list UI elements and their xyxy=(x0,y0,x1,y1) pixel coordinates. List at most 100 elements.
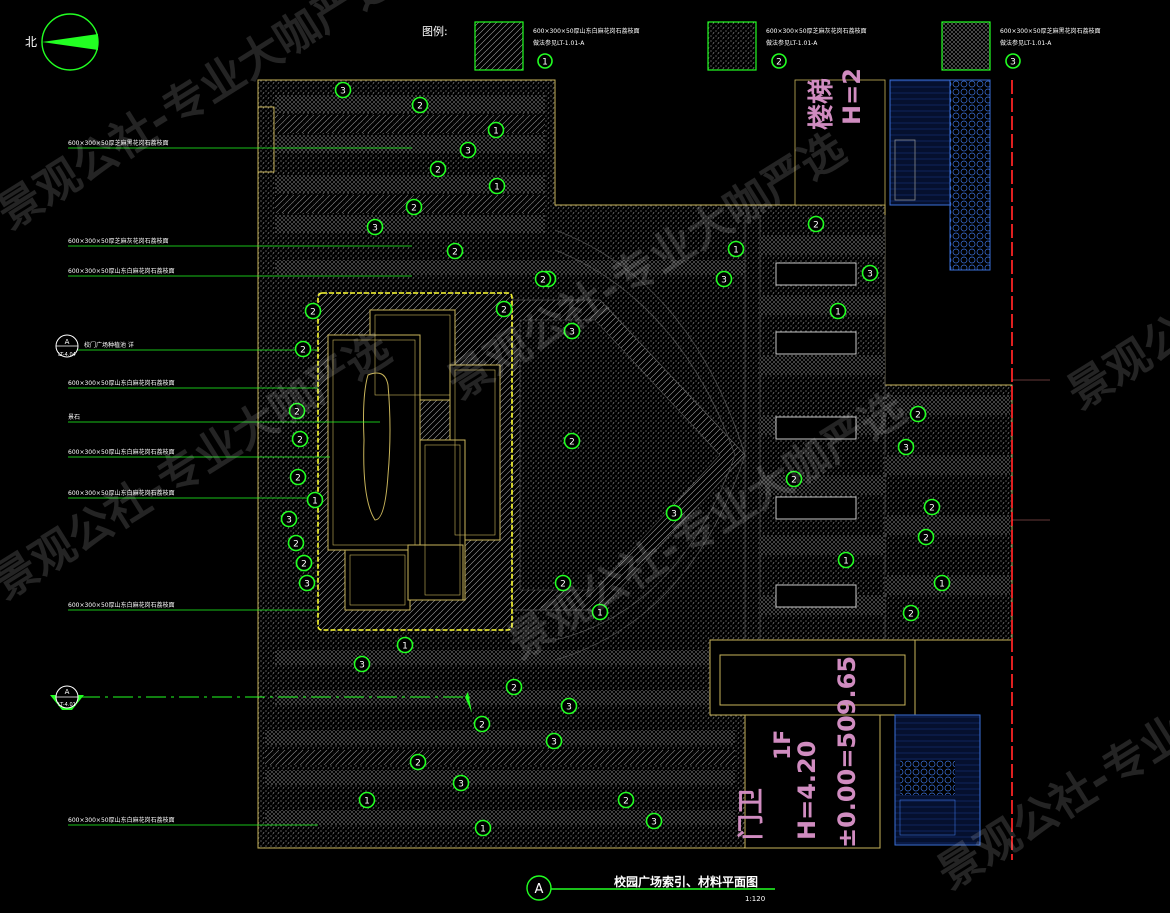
material-tag: 2 xyxy=(554,574,572,592)
gate-label-elevation: ±0.00=509.65 xyxy=(833,656,861,848)
tag-number: 2 xyxy=(295,474,301,484)
tag-number: 2 xyxy=(511,684,517,694)
svg-text:2: 2 xyxy=(776,58,782,68)
planting-bed xyxy=(317,292,513,631)
feature-rock xyxy=(363,372,391,521)
detail-ref-2-letter: A xyxy=(65,688,70,696)
svg-text:3: 3 xyxy=(1010,58,1016,68)
tag-number: 3 xyxy=(671,510,677,520)
material-tag: 2 xyxy=(405,198,423,216)
tag-number: 2 xyxy=(294,408,300,418)
tag-number: 2 xyxy=(301,560,307,570)
tag-circle xyxy=(288,402,306,420)
material-tag: 1 xyxy=(591,603,609,621)
tag-circle xyxy=(560,697,578,715)
tag-circle xyxy=(909,405,927,423)
material-tag: 2 xyxy=(295,554,313,572)
material-tag: 2 xyxy=(304,302,322,320)
gate-label-name: 门卫 xyxy=(737,788,767,840)
material-tag: 1 xyxy=(488,177,506,195)
material-tag: 1 xyxy=(933,574,951,592)
north-arrow: 北 xyxy=(25,13,99,71)
tag-circle xyxy=(474,819,492,837)
tag-circle xyxy=(409,753,427,771)
tag-circle xyxy=(645,812,663,830)
material-tag: 1 xyxy=(487,121,505,139)
tag-circle xyxy=(785,470,803,488)
material-tag: 2 xyxy=(291,430,309,448)
material-tag: 2 xyxy=(409,753,427,771)
material-tag: 2 xyxy=(289,468,307,486)
legend-2-line1: 600×300×50厚芝麻灰花岗石荔枝面 xyxy=(766,27,867,35)
gate-label-floor: 1F xyxy=(771,730,796,760)
tag-circle xyxy=(917,528,935,546)
tag-circle xyxy=(665,504,683,522)
tag-number: 3 xyxy=(340,87,346,97)
tag-number: 1 xyxy=(364,797,370,807)
tag-circle xyxy=(563,322,581,340)
material-tag: 1 xyxy=(727,240,745,258)
tag-circle xyxy=(291,430,309,448)
tag-number: 1 xyxy=(835,308,841,318)
tag-circle xyxy=(396,636,414,654)
tag-number: 3 xyxy=(651,818,657,828)
tag-circle xyxy=(487,121,505,139)
material-label: 景石 xyxy=(68,414,80,421)
tag-circle xyxy=(807,215,825,233)
tag-number: 2 xyxy=(297,436,303,446)
tag-circle xyxy=(295,554,313,572)
tag-number: 3 xyxy=(304,580,310,590)
paving-area xyxy=(257,79,1013,849)
tag-number: 2 xyxy=(560,580,566,590)
tag-circle xyxy=(304,302,322,320)
material-tag: 2 xyxy=(807,215,825,233)
tag-number: 2 xyxy=(908,610,914,620)
material-tags: 3213212321213312232222232132321212321231… xyxy=(280,81,951,837)
tag-number: 3 xyxy=(551,738,557,748)
tag-circle xyxy=(473,715,491,733)
material-tag: 3 xyxy=(545,732,563,750)
tag-circle xyxy=(933,574,951,592)
tag-circle xyxy=(902,604,920,622)
gate-house: 门卫 1F H=4.20 ±0.00=509.65 xyxy=(737,656,881,849)
material-tag: 1 xyxy=(829,302,847,320)
tag-number: 1 xyxy=(480,825,486,835)
site-boundary xyxy=(1011,80,1050,860)
tag-circle xyxy=(459,141,477,159)
tag-number: 2 xyxy=(540,276,546,286)
material-label: 600×300×50厚芝麻黑花岗石荔枝面 xyxy=(68,139,169,147)
tag-circle xyxy=(446,242,464,260)
legend-tag-1: 1 xyxy=(537,53,553,69)
tag-circle xyxy=(287,534,305,552)
tag-number: 3 xyxy=(359,661,365,671)
material-tag: 2 xyxy=(446,242,464,260)
tag-number: 3 xyxy=(286,516,292,526)
material-tag: 3 xyxy=(280,510,298,528)
tag-circle xyxy=(353,655,371,673)
material-tag: 2 xyxy=(534,270,552,288)
title-block: A 校园广场索引、材料平面图 1:120 xyxy=(526,874,775,903)
tag-number: 2 xyxy=(293,540,299,550)
material-tag: 3 xyxy=(645,812,663,830)
tag-circle xyxy=(366,218,384,236)
tag-circle xyxy=(289,468,307,486)
tag-number: 1 xyxy=(733,246,739,256)
tag-circle xyxy=(534,270,552,288)
tag-number: 1 xyxy=(494,183,500,193)
tag-circle xyxy=(861,264,879,282)
tag-number: 3 xyxy=(458,780,464,790)
tag-circle xyxy=(727,240,745,258)
tag-number: 2 xyxy=(417,102,423,112)
material-tag: 3 xyxy=(563,322,581,340)
tag-number: 3 xyxy=(903,444,909,454)
tag-circle xyxy=(298,574,316,592)
tag-number: 1 xyxy=(402,642,408,652)
material-tag: 2 xyxy=(287,534,305,552)
tag-circle xyxy=(563,432,581,450)
tag-number: 2 xyxy=(923,534,929,544)
north-pointer-icon xyxy=(42,34,98,50)
tag-circle xyxy=(429,160,447,178)
material-tag: 2 xyxy=(288,402,306,420)
material-label: 600×300×50厚芝麻灰花岗石荔枝面 xyxy=(68,237,169,245)
tag-circle xyxy=(923,498,941,516)
